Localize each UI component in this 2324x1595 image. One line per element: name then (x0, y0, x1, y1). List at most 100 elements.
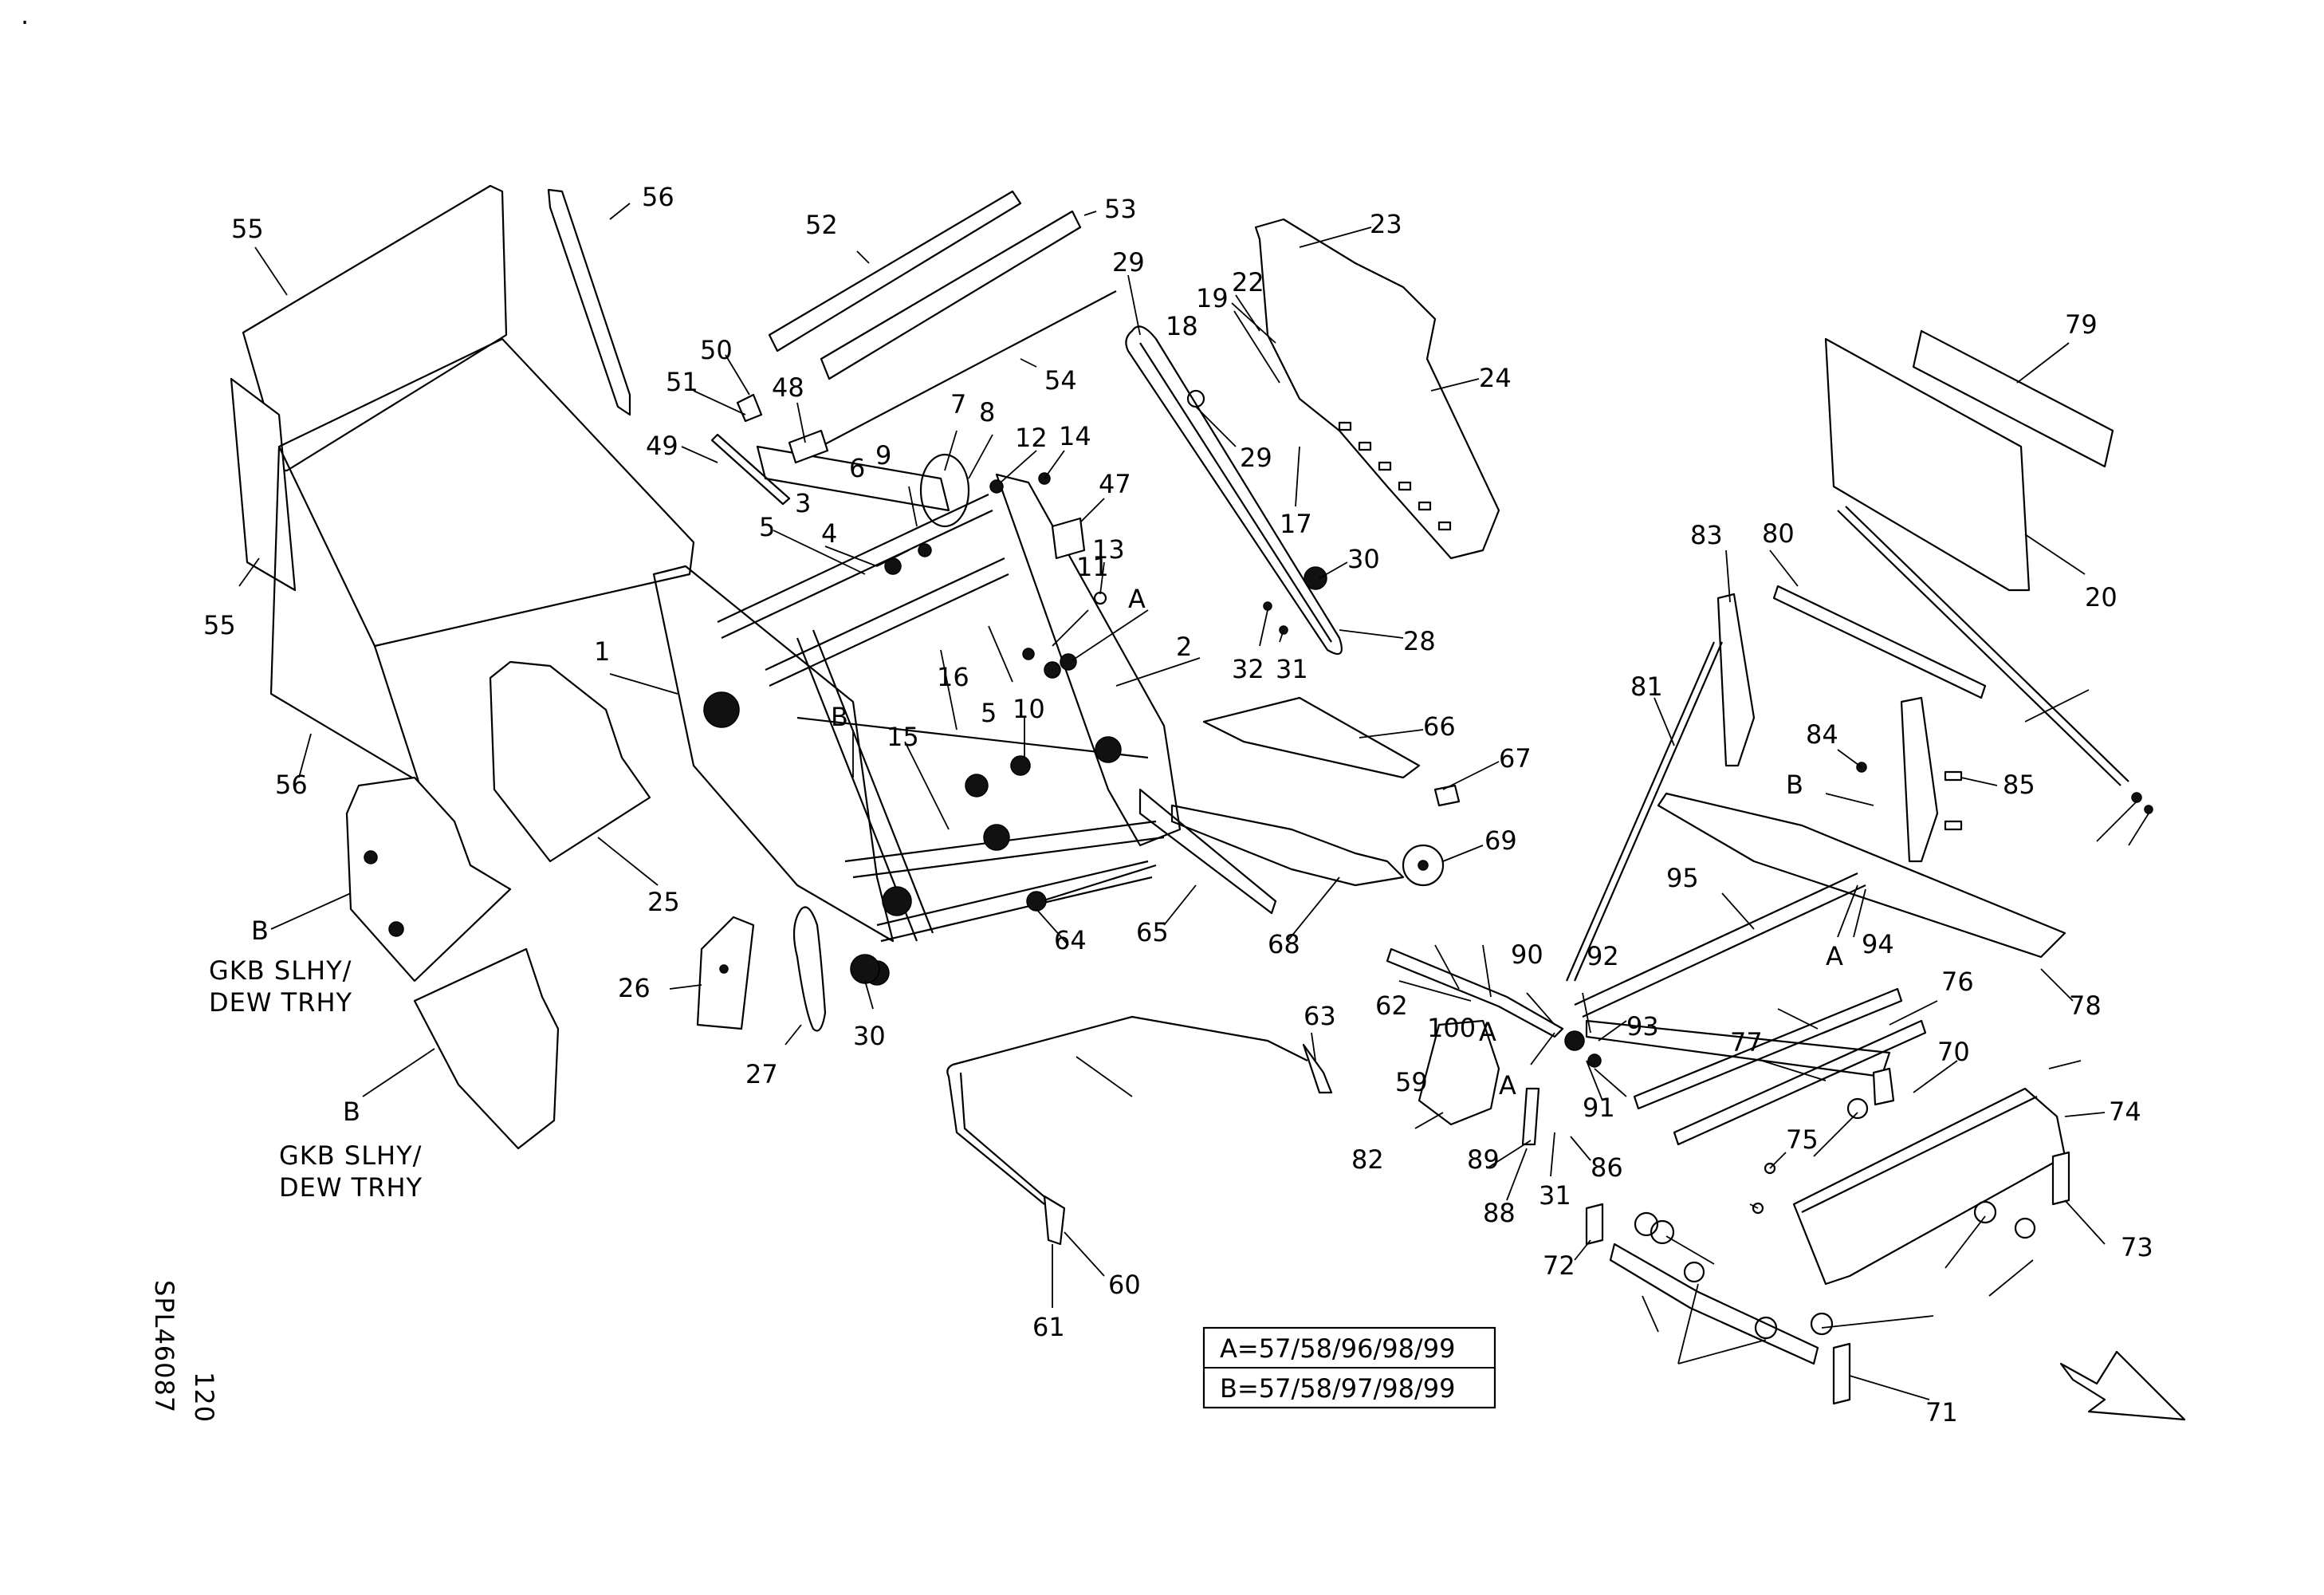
leader (1574, 1239, 1591, 1261)
callout-24: 25 (647, 887, 680, 917)
hopper-edge (278, 446, 376, 647)
part-9-roller (756, 445, 950, 512)
part-93-rod (1845, 506, 2129, 782)
shaft (717, 494, 989, 623)
part-63-frame-rail (1657, 792, 2066, 959)
leader (2040, 968, 2074, 1002)
leader (908, 486, 918, 527)
leader (2048, 1060, 2082, 1069)
part-89-guard (413, 947, 560, 1150)
part-79-bar (1582, 884, 1866, 1018)
leader (298, 733, 312, 778)
slot (1358, 441, 1372, 451)
part-91-arm (1609, 1243, 1819, 1365)
leader (988, 625, 1013, 683)
leader (1319, 561, 1348, 579)
part-50-rail (1138, 788, 1277, 915)
callout-69: 84 (1806, 719, 1838, 750)
callout-8: 8 (979, 397, 995, 427)
leader (1769, 549, 1799, 587)
callout-76: 92 (1587, 941, 1619, 971)
callout-27: 28 (1403, 626, 1436, 656)
leader (2064, 1112, 2106, 1117)
callout-89: B (343, 1097, 360, 1127)
guard-hole (388, 921, 404, 937)
callout-1: 1 (594, 636, 610, 667)
callout-34: 48 (772, 372, 804, 403)
part-95-washer (2144, 805, 2153, 814)
callouts: 55 56 55 56 B B 25 26 1 52 53 54 50 51 4… (203, 182, 2153, 1428)
part-60-pin (1764, 1162, 1776, 1175)
callout-49: 64 (1054, 925, 1087, 955)
note-88-line2: DEW TRHY (209, 987, 352, 1018)
leader (940, 649, 958, 731)
part-86-side-bracket (1900, 696, 1939, 863)
gear (1010, 755, 1031, 776)
callout-44: 56 (275, 770, 308, 800)
leader (2128, 813, 2149, 846)
leader (1825, 793, 1874, 806)
roller (1754, 1316, 1778, 1340)
cover-hole (719, 964, 729, 974)
callout-32: 32 (1232, 654, 1264, 684)
leader (1849, 1375, 1930, 1400)
leader (1821, 1315, 1934, 1329)
leader (1526, 992, 1555, 1026)
diagonal-brace (812, 629, 934, 934)
part-70-pin (1944, 770, 1963, 782)
leader (1233, 310, 1280, 384)
part-55-bracket (1872, 1067, 1895, 1106)
callout-3: 3 (795, 488, 811, 518)
part-36-bracket (736, 393, 763, 423)
callout-73: 89 (1467, 1144, 1500, 1175)
leader (238, 557, 260, 587)
frame-edge (1801, 1096, 2038, 1213)
gear (1026, 891, 1047, 912)
leader (1570, 1136, 1591, 1161)
callout-47b: 62 (1375, 990, 1408, 1021)
crossbar (796, 716, 1149, 759)
part-73-damper (1521, 1087, 1540, 1146)
callout-74: 90 (1511, 939, 1543, 970)
hopper-assembly (230, 184, 695, 783)
callout-55b: 71 (1925, 1397, 1958, 1428)
callout-21: 22 (1232, 267, 1264, 297)
part-70-pin (1944, 820, 1963, 831)
leader (1127, 274, 1141, 336)
callout-30b: 30 (1347, 544, 1380, 574)
callout-48: 63 (1304, 1001, 1336, 1031)
leader (2016, 342, 2070, 384)
leader (1482, 944, 1492, 998)
part-88-guard (345, 776, 512, 983)
leader (904, 741, 950, 830)
sprocket-hub (1418, 860, 1429, 871)
leader (2096, 801, 2137, 842)
callout-84: A (1128, 584, 1146, 614)
pivot (1564, 1030, 1585, 1051)
rollers (1634, 1097, 2036, 1340)
callout-19: 19 (1196, 283, 1229, 313)
leader (1075, 1056, 1133, 1097)
leader (1339, 629, 1404, 639)
part-26-chain (792, 906, 827, 1032)
callout-5b: 5 (981, 698, 997, 728)
part-24-guard (489, 660, 651, 863)
leader (1813, 1112, 1858, 1157)
leader-lines (238, 203, 2149, 1400)
leader (1749, 1203, 1759, 1209)
main-frame (652, 445, 1182, 986)
part-51-cover (1202, 696, 1421, 779)
bearing (1044, 661, 1061, 679)
callout-29: 29 (1240, 443, 1272, 473)
callout-63: 78 (2069, 990, 2102, 1021)
gear (965, 774, 989, 798)
part-66-rod (1565, 641, 1716, 982)
callout-12: 12 (1015, 423, 1048, 453)
leader (609, 673, 678, 695)
leader (1398, 980, 1472, 1002)
leader (1777, 1008, 1819, 1030)
part-38-bar (768, 190, 1022, 352)
callout-9: 9 (875, 440, 891, 471)
leader (1295, 446, 1300, 507)
